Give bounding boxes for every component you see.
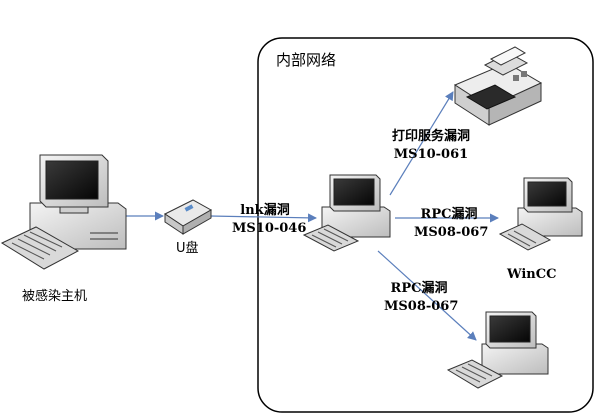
usb-drive-icon [164,199,213,235]
wincc-computer-icon [498,177,583,251]
printer-icon [453,46,543,126]
usb-label: U盘 [176,241,199,256]
lnk-vuln-name: lnk漏洞 [232,202,298,219]
rpc-right-vuln-name: RPC漏洞 [420,207,478,222]
infected-host-computer-icon [0,154,127,270]
print-vuln-name: 打印服务漏洞 [391,129,470,144]
print-vuln-code: MS10-061 [393,147,469,162]
rpc-down-vuln-name: RPC漏洞 [390,281,448,296]
bottom-computer-icon [446,311,549,389]
internal-network-boundary [257,37,594,413]
rpc-down-vuln-code: MS08-067 [384,299,459,314]
arrow-central-to-printer [389,91,454,196]
lnk-vuln-name-text: lnk漏洞 [240,203,290,218]
infected-host-label: 被感染主机 [22,289,88,304]
central-computer-icon [302,174,391,252]
wincc-label: WinCC [507,267,557,282]
arrow-usb-to-central [209,213,317,223]
internal-network-title: 内部网络 [276,51,337,69]
connections [124,91,499,341]
rpc-right-vuln-code: MS08-067 [414,225,489,240]
lnk-vuln-code: MS10-046 [232,221,307,236]
arrow-central-to-bottom-pc [377,250,477,341]
